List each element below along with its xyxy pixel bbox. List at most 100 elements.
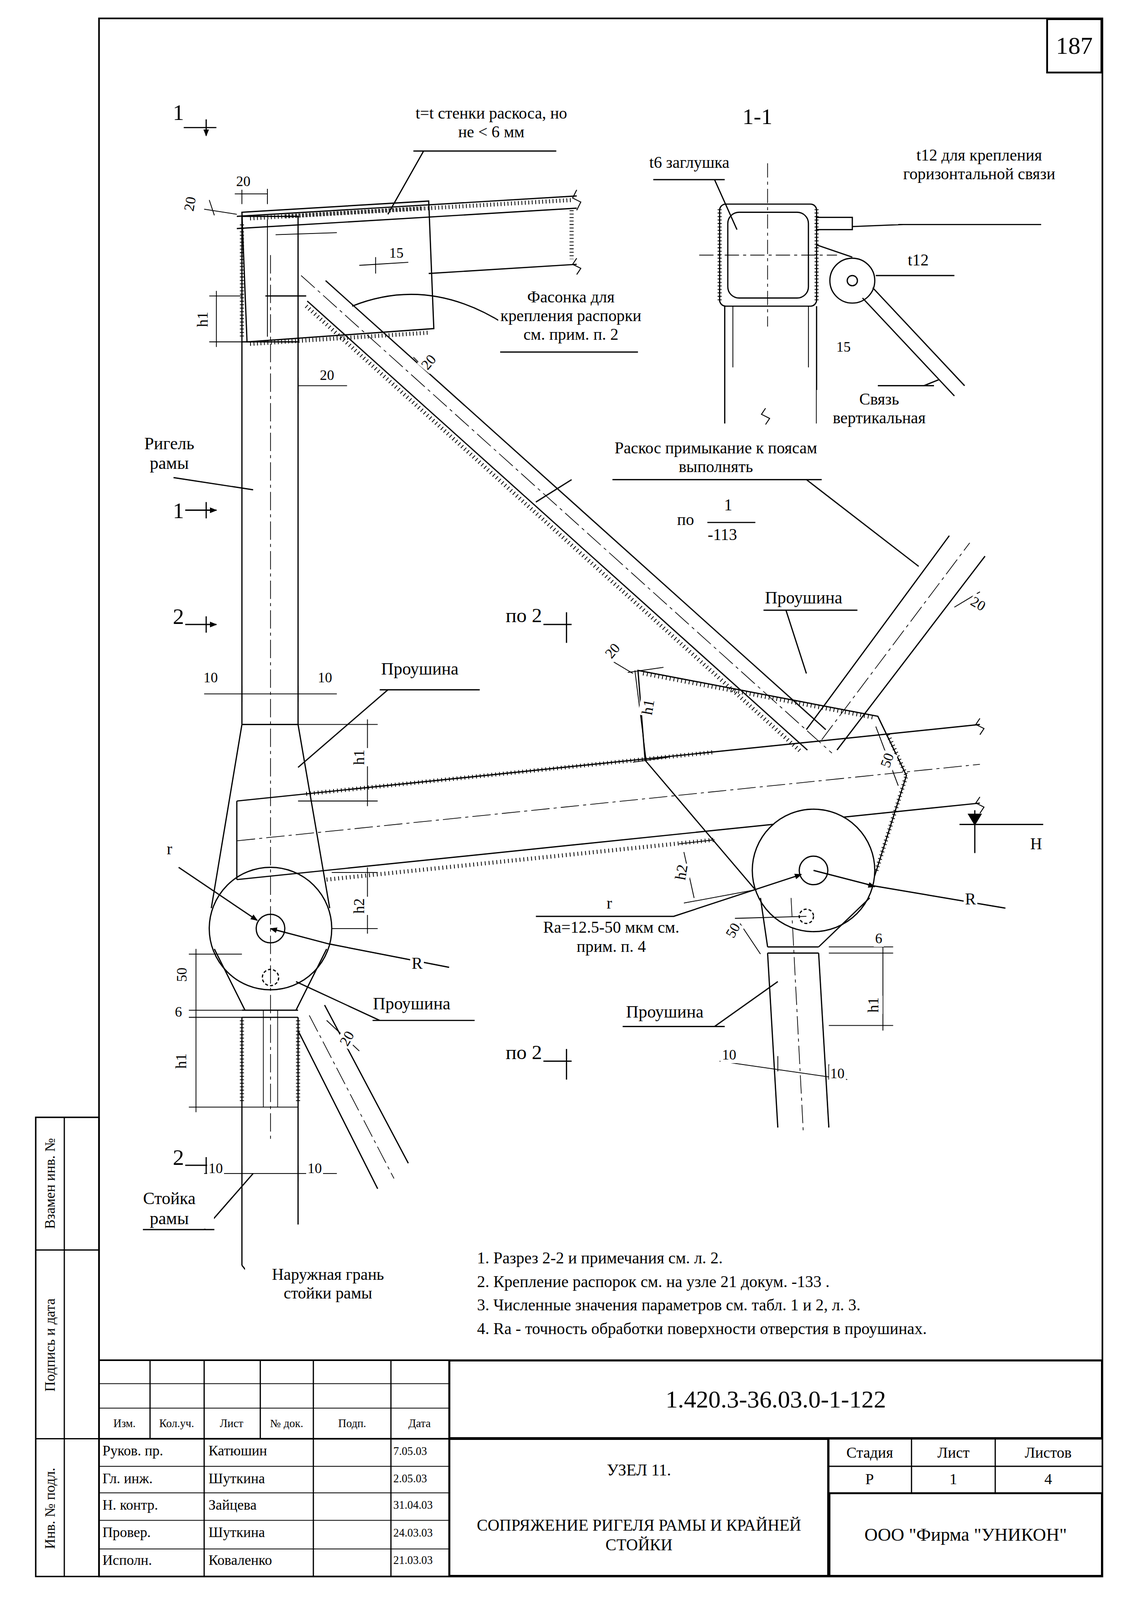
annotation-text: Связь вертикальная: [816, 390, 943, 428]
annotation-text: Листов: [1023, 1444, 1074, 1463]
dimension-label: h1: [350, 748, 369, 767]
annotation-text: 21.03.03: [391, 1554, 434, 1568]
title-text: СОПРЯЖЕНИЕ РИГЕЛЯ РАМЫ И КРАЙНЕЙ СТОЙКИ: [454, 1516, 823, 1556]
dimension-label: h1: [194, 310, 213, 329]
dimension-label: h2: [350, 897, 369, 916]
annotation-text: Фасонка для крепления распорки см. прим.…: [498, 287, 644, 345]
dimension-label: 50: [876, 749, 898, 772]
dimension-label: 15: [387, 245, 405, 262]
dimension-label: r: [165, 839, 174, 859]
annotation-text: Раскос примыкание к поясам выполнять: [597, 438, 835, 477]
annotation-text: t=t стенки раскоса, но не < 6 мм: [408, 104, 575, 142]
dimension-label: 4: [1043, 1471, 1054, 1489]
dimension-label: 10: [829, 1065, 846, 1083]
dimension-label: 6: [173, 1004, 184, 1021]
dimension-label: 1: [722, 495, 734, 515]
annotation-text: Зайцева: [207, 1497, 258, 1514]
annotation-text: № док.: [268, 1417, 305, 1431]
dimension-label: по: [675, 510, 696, 530]
dimension-label: h1: [172, 1052, 191, 1071]
dimension-label: 20: [234, 173, 252, 190]
title-text: ООО "Фирма "УНИКОН": [864, 1524, 1068, 1547]
dimension-label: h1: [864, 996, 883, 1015]
dimension-label: 20: [417, 350, 441, 375]
annotation-text: Шуткина: [207, 1471, 267, 1488]
title-block-cell: ООО "Фирма "УНИКОН": [829, 1493, 1103, 1577]
dimension-label: 10: [202, 669, 220, 687]
dimension-label: Изм.: [111, 1417, 137, 1431]
annotation-text: Н. контр.: [101, 1497, 160, 1514]
annotation-text: Проушина: [379, 659, 460, 680]
title-block-cell: 1.420.3-36.03.0-1-122: [448, 1360, 1103, 1440]
annotation-text: Стадия: [845, 1444, 895, 1463]
dimension-label: 10: [316, 669, 334, 687]
title-text: УЗЕЛ 11.: [606, 1460, 672, 1481]
dimension-label: r: [605, 894, 614, 913]
annotation-text: Руков. пр.: [101, 1443, 165, 1460]
annotation-text: Проушина: [371, 994, 452, 1015]
annotation-text: 2. Крепление распорок см. на узле 21 док…: [475, 1272, 832, 1292]
annotation-text: Кол.уч.: [157, 1417, 196, 1431]
dimension-label: 2: [171, 1145, 186, 1172]
annotation-text: Проушина: [624, 1002, 705, 1023]
dimension-label: H: [1028, 834, 1044, 854]
dimension-label: по 2: [504, 1041, 544, 1065]
annotation-text: Коваленко: [207, 1552, 274, 1570]
dimension-label: 20: [600, 639, 625, 663]
annotation-text: 3. Численные значения параметров см. таб…: [475, 1296, 862, 1315]
dimension-label: 10: [207, 1160, 225, 1178]
dimension-label: 20: [180, 194, 200, 214]
sheet-number-box: 187: [1046, 18, 1103, 74]
annotation-text: 2.05.03: [391, 1472, 429, 1486]
annotation-text: Подп.: [336, 1417, 368, 1431]
annotation-text: Ригель рамы: [124, 433, 214, 474]
dimension-label: 1-1: [740, 104, 774, 131]
dimension-label: R: [963, 890, 978, 909]
dimension-label: 15: [834, 339, 852, 356]
annotation-text: t12 для крепления горизонтальной связи: [896, 146, 1063, 184]
dimension-label: 2: [171, 604, 186, 631]
annotation-text: Подпись и дата: [41, 1297, 59, 1393]
dimension-label: Дата: [406, 1417, 433, 1431]
sheet-number: 187: [1055, 31, 1093, 61]
annotation-text: Взамен инв. №: [41, 1137, 59, 1231]
annotation-text: Стойка рамы: [124, 1189, 214, 1229]
annotation-text: Катюшин: [207, 1443, 269, 1460]
annotation-text: t6 заглушка: [646, 153, 732, 173]
title-block-cell: УЗЕЛ 11. СОПРЯЖЕНИЕ РИГЕЛЯ РАМЫ И КРАЙНЕЙ…: [448, 1439, 829, 1577]
annotation-text: Наружная грань стойки рамы: [245, 1265, 412, 1304]
dimension-label: 50: [721, 919, 745, 943]
dimension-label: h2: [671, 862, 693, 884]
annotation-text: 31.04.03: [391, 1499, 434, 1513]
dimension-label: Лист: [218, 1417, 246, 1431]
dimension-label: Р: [864, 1471, 876, 1489]
dimension-label: R: [410, 954, 424, 974]
dimension-label: 1: [948, 1471, 959, 1489]
annotation-text: 7.05.03: [391, 1445, 429, 1459]
annotation-text: Шуткина: [207, 1524, 267, 1542]
dimension-label: t12: [906, 250, 931, 270]
dimension-label: 20: [335, 1027, 359, 1051]
annotation-text: 24.03.03: [391, 1527, 434, 1540]
dimension-label: h1: [637, 696, 659, 718]
dimension-label: 10: [720, 1047, 738, 1064]
annotation-text: 1. Разрез 2-2 и примечания см. л. 2.: [475, 1249, 725, 1268]
annotation-text: Проушина: [763, 588, 844, 609]
dimension-label: по 2: [504, 604, 544, 628]
dimension-label: 50: [173, 966, 190, 984]
dimension-label: 6: [873, 930, 884, 948]
dimension-label: 20: [318, 367, 336, 384]
dimension-label: 10: [306, 1160, 324, 1178]
annotation-text: Инв. № подл.: [41, 1466, 59, 1551]
dimension-label: 20: [966, 592, 990, 616]
dimension-label: 1: [171, 99, 186, 126]
annotation-text: Провер.: [101, 1524, 153, 1542]
dimension-label: 1: [171, 498, 186, 525]
annotation-text: Гл. инж.: [101, 1471, 155, 1488]
annotation-text: 4. Ra - точность обработки поверхности о…: [475, 1319, 929, 1339]
title-text: 1.420.3-36.03.0-1-122: [665, 1385, 887, 1415]
annotation-text: Исполн.: [101, 1552, 154, 1570]
dimension-label: -113: [706, 525, 739, 545]
dimension-label: Лист: [936, 1444, 971, 1463]
annotation-text: Ra=12.5-50 мкм см. прим. п. 4: [530, 918, 692, 956]
